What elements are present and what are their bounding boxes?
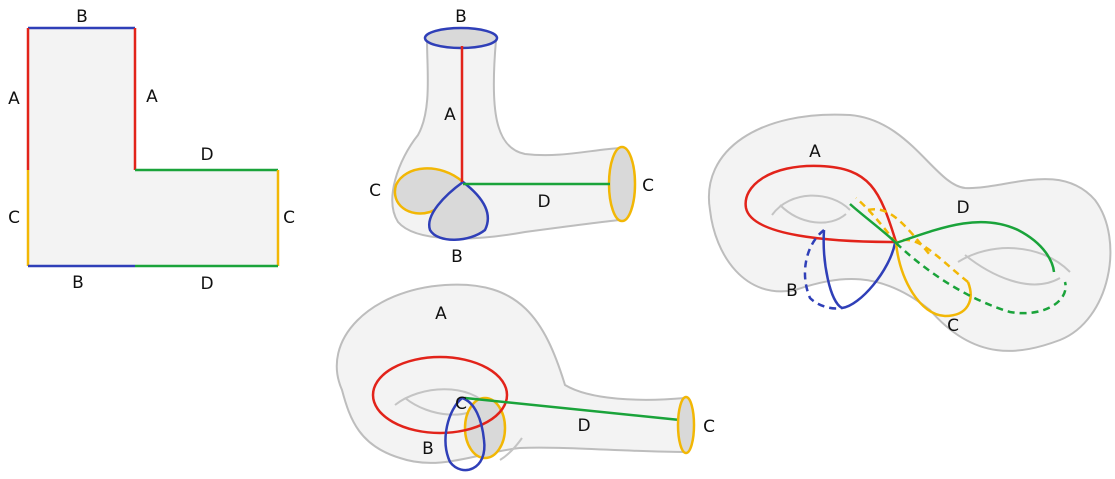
genus-two-surface: A D B C <box>707 113 1112 352</box>
blue-loop-solid <box>444 396 486 472</box>
edge-d-curve <box>464 396 681 422</box>
label-b-top: B <box>455 7 467 27</box>
top-boundary-disc <box>423 26 499 50</box>
label-b-top: B <box>76 7 88 27</box>
label-d-top: D <box>200 145 213 165</box>
green-loop-inner <box>849 203 897 244</box>
blue-loop-dashed <box>803 229 843 310</box>
hole-left-upper <box>771 194 851 216</box>
green-loop-dashed <box>895 242 1067 315</box>
green-loop-solid <box>895 220 1056 273</box>
label-a: A <box>435 304 447 324</box>
hole-right-lower <box>964 254 1061 286</box>
l-shaped-polygon: B A A D C C B D <box>8 7 295 294</box>
label-c-left: C <box>369 181 381 201</box>
yellow-loop-solid <box>894 242 972 318</box>
label-c-hole: C <box>455 394 467 414</box>
surface-body <box>335 283 686 464</box>
label-c: C <box>947 316 959 336</box>
label-b-bottom: B <box>451 247 463 267</box>
right-boundary-disc <box>676 395 696 455</box>
label-d: D <box>956 198 969 218</box>
label-c-right: C <box>642 176 654 196</box>
label-c-left: C <box>8 208 20 228</box>
label-a: A <box>809 142 821 162</box>
red-loop <box>744 164 898 244</box>
three-boundary-surface: B A C D C B <box>369 7 654 267</box>
gray-stub <box>499 437 523 461</box>
torus-with-tube: A C D C B <box>335 283 715 472</box>
blue-petal <box>427 180 489 241</box>
label-d: D <box>577 416 590 436</box>
label-c-right: C <box>283 208 295 228</box>
label-b: B <box>422 439 434 459</box>
hole-left-lower <box>779 204 847 224</box>
hole-right-upper <box>957 247 1071 273</box>
label-d: D <box>537 192 550 212</box>
yellow-disc <box>463 396 507 460</box>
right-boundary-disc <box>607 145 637 223</box>
label-b-bottom: B <box>72 273 84 293</box>
label-a-left: A <box>8 89 20 109</box>
label-a: A <box>444 105 456 125</box>
label-a-right: A <box>146 87 158 107</box>
label-b: B <box>786 281 798 301</box>
red-loop <box>371 355 509 435</box>
label-d-bottom: D <box>200 274 213 294</box>
polygon-face <box>28 28 278 266</box>
label-c-right: C <box>703 417 715 437</box>
